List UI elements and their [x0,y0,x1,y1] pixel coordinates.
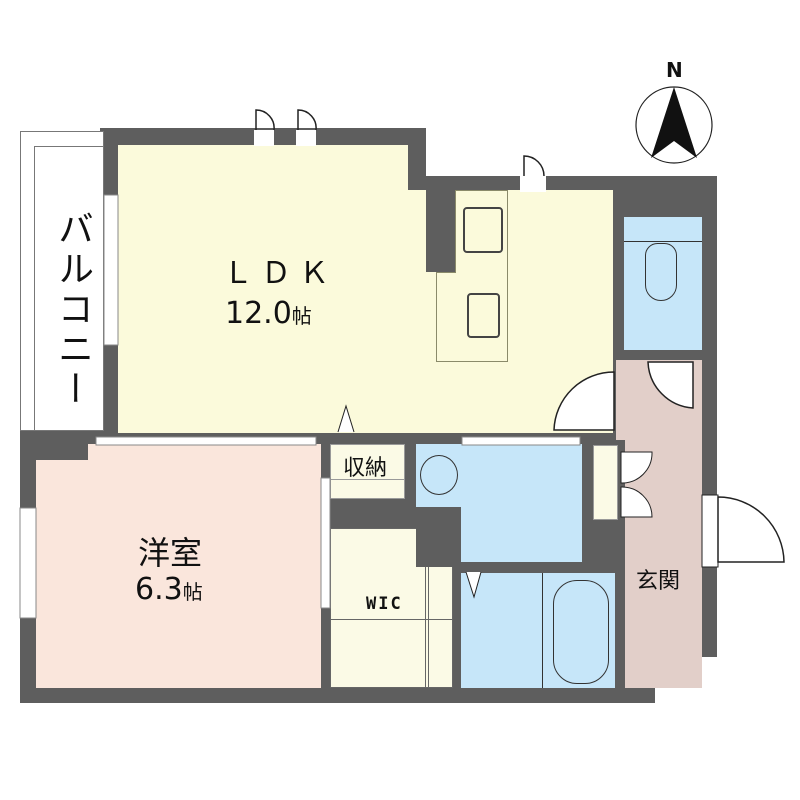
stove-icon [463,207,503,253]
ldk-size: 12.0帖 [225,296,312,331]
storage-label: 収納 [343,456,388,481]
ldk-room[interactable] [118,145,408,433]
sink-icon [467,293,500,338]
wall-top-step [406,128,426,190]
bathtub-icon [553,580,609,684]
kitchen-wall-stub [426,190,456,272]
front-door-swing-icon [717,496,785,563]
washroom-wall-cut [416,507,461,567]
balcony-inner [34,146,104,431]
door-swing-icon [254,109,546,192]
toilet-tank-line [624,241,702,242]
north-arrow-icon [635,86,713,164]
wic-label: WIC [366,594,403,614]
ldk-size-value: 12.0 [225,296,292,331]
door-swing-icon [620,451,653,484]
kitchen-counter-lower [436,272,456,362]
wic-shelf-line [330,619,453,620]
storage-shelf-line [330,479,405,480]
entrance[interactable] [625,440,702,688]
ldk-size-unit: 帖 [291,304,312,328]
western-room-upper[interactable] [88,444,321,464]
door-swing-icon [553,371,615,431]
western-size-unit: 帖 [182,580,203,604]
door-swing-icon [647,361,694,409]
wic-rail [425,528,429,688]
compass-label: N [666,58,683,82]
ldk-label: ＬＤＫ [223,256,337,291]
sliding-door-arrow-icon [337,404,355,433]
western-label: 洋室 [138,534,203,572]
western-size: 6.3帖 [135,572,203,607]
western-room[interactable] [36,460,321,688]
notch-right-entrance [717,100,800,720]
toilet-icon [645,243,677,301]
entrance-label: 玄関 [636,569,681,594]
western-size-value: 6.3 [135,572,183,607]
balcony-label: バルコニー [52,210,93,410]
bath-divider [542,573,543,688]
shoe-cabinet [593,445,618,520]
storage-closet[interactable] [330,444,405,499]
door-swing-icon [620,486,653,518]
sliding-door-arrow-icon [465,571,482,599]
washbasin-icon [420,455,458,495]
